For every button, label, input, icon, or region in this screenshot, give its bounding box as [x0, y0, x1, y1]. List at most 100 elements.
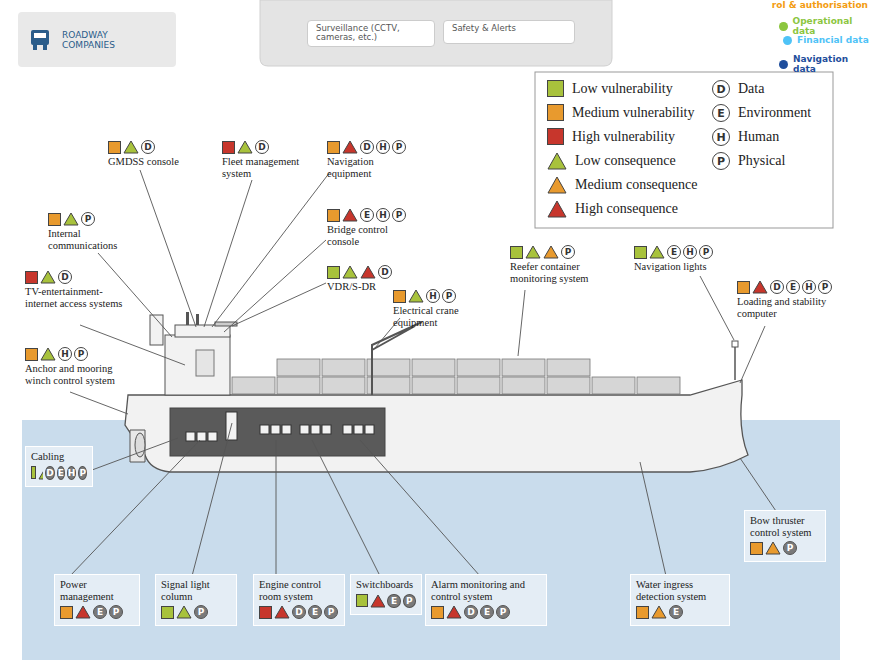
cabinet	[260, 425, 269, 434]
callout: EHPNavigation lights	[634, 245, 730, 273]
cabinet	[208, 432, 217, 441]
callout-label: Cabling	[31, 451, 87, 463]
category-letter: D	[141, 140, 155, 154]
legend-swatch	[547, 104, 564, 121]
containers	[232, 359, 680, 394]
risk-icons: D	[222, 140, 318, 154]
triangle-shape	[548, 153, 566, 169]
consequence-triangle	[75, 605, 91, 619]
legend-item: Low consequence	[547, 152, 676, 170]
category-letter: P	[194, 605, 208, 619]
legend-item: Low vulnerability	[547, 80, 673, 97]
consequence-triangle	[274, 605, 290, 619]
triangle-shape	[343, 266, 357, 278]
callout-box: Water ingress detection systemE	[630, 574, 730, 626]
callout-box: Alarm monitoring and control systemDEP	[425, 574, 547, 626]
callout-box: Bow thruster control systemP	[744, 510, 826, 562]
triangle-shape	[39, 467, 43, 479]
vulnerability-square	[750, 542, 763, 555]
callout: EHPBridge control console	[327, 208, 412, 247]
truck-wheel	[43, 45, 47, 50]
callout: DGMDSS console	[108, 140, 200, 168]
legend-swatch	[547, 128, 564, 145]
category-letter: E	[57, 466, 65, 480]
cabinet	[322, 425, 331, 434]
cabinet	[282, 425, 291, 434]
category-letter: D	[378, 265, 392, 279]
legend-triangle	[547, 152, 567, 170]
risk-icons: DEP	[259, 605, 339, 619]
risk-icons: D	[108, 140, 200, 154]
legend-heading: rol & authorisation	[772, 0, 868, 10]
category-letter: D	[45, 466, 54, 480]
triangle-shape	[275, 606, 289, 618]
callout-label: Signal light column	[161, 579, 231, 602]
category-letter: H	[802, 280, 816, 294]
risk-icons: HP	[25, 347, 129, 361]
superstructure	[165, 335, 230, 395]
callout: PReefer container monitoring system	[510, 245, 610, 284]
category-letter: D	[58, 270, 72, 284]
callout-label: Power management	[60, 579, 134, 602]
legend-item: DData	[712, 80, 764, 98]
callout: HPElectrical crane equipment	[393, 289, 493, 328]
legend-dot	[779, 60, 788, 69]
consequence-triangle	[765, 541, 781, 555]
consequence-triangle	[752, 280, 768, 294]
panel-label: Safety & Alerts	[452, 24, 566, 33]
callout-box: Power managementEP	[54, 574, 140, 626]
legend-text: High vulnerability	[572, 129, 675, 145]
risk-icons: EP	[60, 605, 134, 619]
truck-body	[31, 30, 49, 45]
category-letter: H	[683, 245, 697, 259]
category-letter: D	[712, 80, 730, 98]
category-letter: P	[403, 594, 416, 608]
callout-label: Bow thruster control system	[750, 515, 820, 538]
category-letter: P	[783, 541, 797, 555]
category-letter: E	[360, 208, 374, 222]
consequence-triangle	[40, 270, 56, 284]
risk-icons: DHP	[327, 140, 417, 154]
crane	[372, 322, 422, 395]
risk-icons: DEHP	[737, 280, 845, 294]
consequence-triangle	[342, 265, 358, 279]
callout: HP Anchor and mooring winch control syste…	[25, 347, 129, 386]
triangle-shape	[371, 595, 385, 607]
callout-label: Bridge control console	[327, 224, 412, 247]
cabinet	[311, 425, 320, 434]
container	[277, 359, 320, 376]
category-letter: H	[376, 208, 390, 222]
callout-label: Navigation equipment	[327, 156, 417, 179]
triangle-shape	[650, 246, 664, 258]
risk-icons: EHP	[634, 245, 730, 259]
vulnerability-square	[259, 606, 272, 619]
category-letter: P	[442, 289, 456, 303]
category-letter: D	[770, 280, 784, 294]
category-letter: E	[669, 605, 683, 619]
container	[322, 359, 365, 376]
category-letter: P	[496, 605, 510, 619]
triangle-shape	[766, 542, 780, 554]
cabinet	[354, 425, 363, 434]
engine-room	[170, 408, 385, 456]
triangle-shape	[343, 209, 357, 221]
callout-box: Signal light columnP	[155, 574, 237, 626]
callout-label: Internal communications	[48, 228, 138, 251]
callout-label: Alarm monitoring and control system	[431, 579, 541, 602]
cabinet	[365, 425, 374, 434]
risk-icons: DEP	[431, 605, 541, 619]
risk-icons: P	[750, 541, 820, 555]
triangle-shape	[124, 141, 138, 153]
cabinet	[186, 432, 195, 441]
window	[196, 350, 214, 376]
legend-frame	[535, 72, 833, 228]
legend-item: HHuman	[712, 128, 779, 146]
category-letter: D	[464, 605, 478, 619]
legend-item: Medium vulnerability	[547, 104, 694, 121]
legend-text: Medium vulnerability	[572, 105, 694, 121]
callout-label: Anchor and mooring winch control system	[25, 363, 129, 386]
consequence-triangle	[237, 140, 253, 154]
risk-icons: EP	[356, 594, 416, 608]
consequence-triangle	[649, 245, 665, 259]
panel-box: Surveillance (CCTV, cameras, etc.)	[307, 20, 435, 47]
